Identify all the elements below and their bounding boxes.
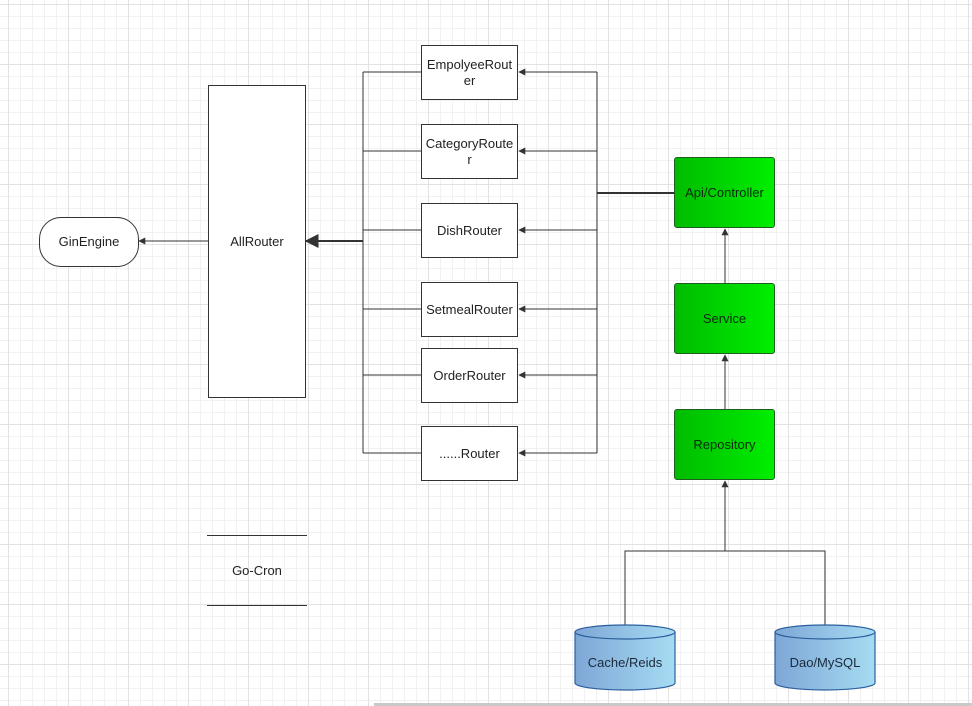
go-cron-top-line (207, 535, 307, 536)
repository-node[interactable]: Repository (674, 409, 775, 480)
go-cron-bottom-line (207, 605, 307, 606)
repository-label: Repository (693, 436, 756, 452)
dao-db-label: Dao/MySQL (789, 654, 861, 670)
category-router-label: CategoryRouter (425, 135, 514, 167)
api-controller-label: Api/Controller (685, 184, 764, 200)
connector-datasources-to-repository (624, 480, 826, 625)
other-router-label: ......Router (439, 445, 500, 461)
router-right-bus (518, 68, 674, 457)
gin-engine-label: GinEngine (58, 234, 120, 249)
employee-router-label: EmpolyeeRouter (426, 56, 513, 88)
order-router-label: OrderRouter (433, 367, 506, 383)
cache-cylinder-shape (574, 624, 676, 691)
dish-router-label: DishRouter (436, 222, 503, 238)
service-node[interactable]: Service (674, 283, 775, 354)
router-left-bus (362, 71, 421, 454)
category-router-node[interactable]: CategoryRouter (421, 124, 518, 179)
gin-engine-node[interactable]: GinEngine (39, 217, 139, 267)
all-router-node[interactable]: AllRouter (208, 85, 306, 398)
dao-cylinder-shape (774, 624, 876, 691)
dao-db-node[interactable]: Dao/MySQL (775, 640, 875, 684)
api-controller-node[interactable]: Api/Controller (674, 157, 775, 228)
cache-db-node[interactable]: Cache/Reids (575, 640, 675, 684)
dish-router-node[interactable]: DishRouter (421, 203, 518, 258)
setmeal-router-node[interactable]: SetmealRouter (421, 282, 518, 337)
employee-router-node[interactable]: EmpolyeeRouter (421, 45, 518, 100)
cache-db-label: Cache/Reids (587, 654, 663, 670)
horizontal-scrollbar[interactable] (374, 703, 972, 706)
setmeal-router-label: SetmealRouter (426, 301, 513, 317)
order-router-node[interactable]: OrderRouter (421, 348, 518, 403)
go-cron-node[interactable]: Go-Cron (207, 546, 307, 596)
service-label: Service (702, 310, 747, 326)
other-router-node[interactable]: ......Router (421, 426, 518, 481)
go-cron-label: Go-Cron (232, 563, 282, 578)
all-router-label: AllRouter (230, 233, 284, 249)
